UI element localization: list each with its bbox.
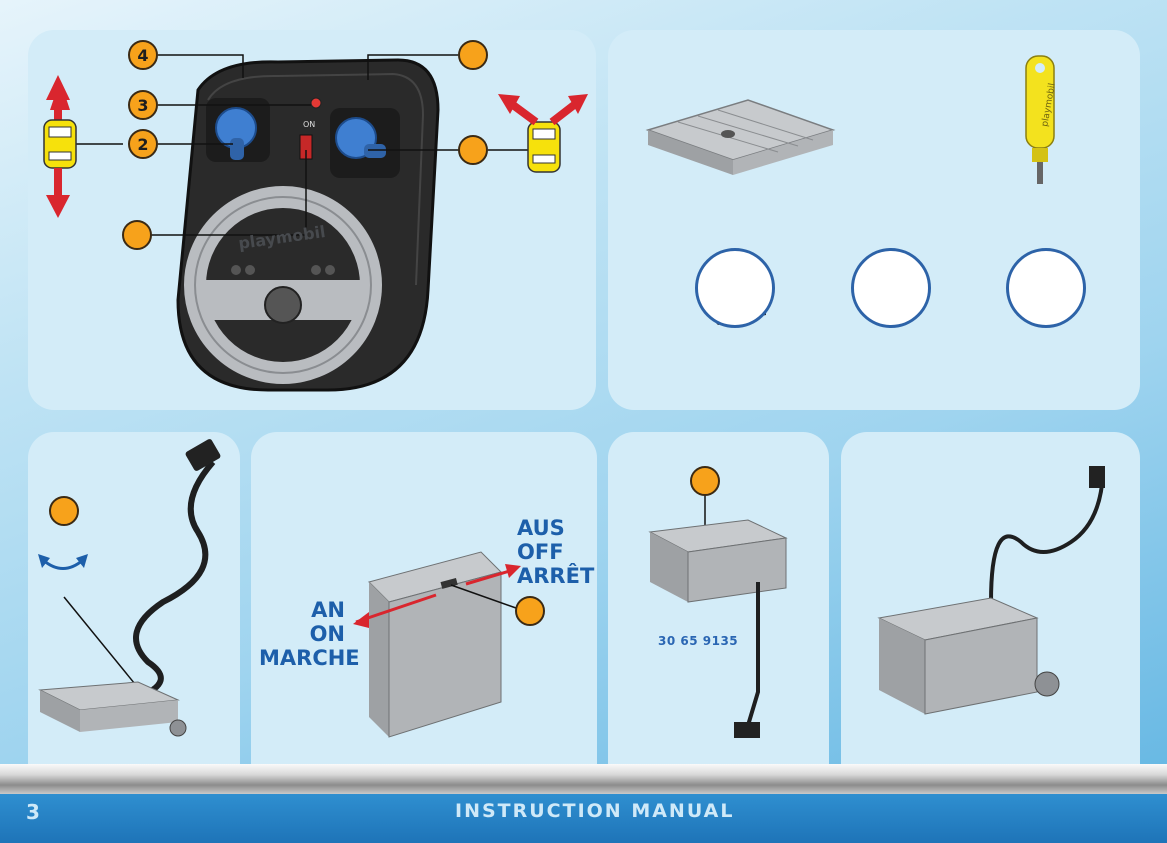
manual-title: INSTRUCTION MANUAL xyxy=(455,800,734,822)
footer-chrome-bar xyxy=(0,764,1167,794)
large-motor-panel xyxy=(841,432,1140,812)
large-motor-unit xyxy=(879,598,1059,714)
status-led xyxy=(311,98,321,108)
page-number: 3 xyxy=(26,800,40,824)
callout-3: 3 xyxy=(128,90,158,120)
switch-on-label: ON xyxy=(303,120,315,129)
large-motor-illustration xyxy=(841,432,1140,812)
parts-illustration xyxy=(608,30,1140,410)
callout-blank-battery xyxy=(515,596,545,626)
battery-cover-plate xyxy=(648,100,833,175)
on-label: AN ON MARCHE xyxy=(259,598,345,670)
large-motor-cable xyxy=(991,472,1103,602)
car-steering-icon xyxy=(498,94,588,172)
callout-blank-right xyxy=(458,135,488,165)
rotation-arrow xyxy=(43,560,83,569)
clip-part-circle xyxy=(695,248,775,328)
motor-part-number: 30 65 9135 xyxy=(658,634,738,648)
callout-blank-motor xyxy=(690,466,720,496)
motor-illustration xyxy=(608,432,829,812)
remote-control-panel: ON playmobil 4 3 2 xyxy=(28,30,596,410)
remote-illustration xyxy=(28,30,596,410)
callout-blank-servo xyxy=(49,496,79,526)
callout-blank-left xyxy=(122,220,152,250)
battery-box-panel: AUS OFF ARRÊT AN ON MARCHE xyxy=(251,432,597,812)
motor-cable xyxy=(746,582,758,732)
servo-illustration xyxy=(28,432,240,812)
servo-panel xyxy=(28,432,240,812)
car-forward-back-icon xyxy=(44,75,76,218)
motor-panel: 30 65 9135 xyxy=(608,432,829,812)
motor-unit xyxy=(650,520,786,602)
callout-4: 4 xyxy=(128,40,158,70)
servo-motor xyxy=(40,682,186,736)
callout-2: 2 xyxy=(128,129,158,159)
callout-blank-top-right xyxy=(458,40,488,70)
off-label: AUS OFF ARRÊT xyxy=(517,516,594,588)
servo-cable xyxy=(136,462,213,697)
nut-part-circle xyxy=(851,248,931,328)
mount-part-circle xyxy=(1006,248,1086,328)
parts-panel: playmobil xyxy=(608,30,1140,410)
